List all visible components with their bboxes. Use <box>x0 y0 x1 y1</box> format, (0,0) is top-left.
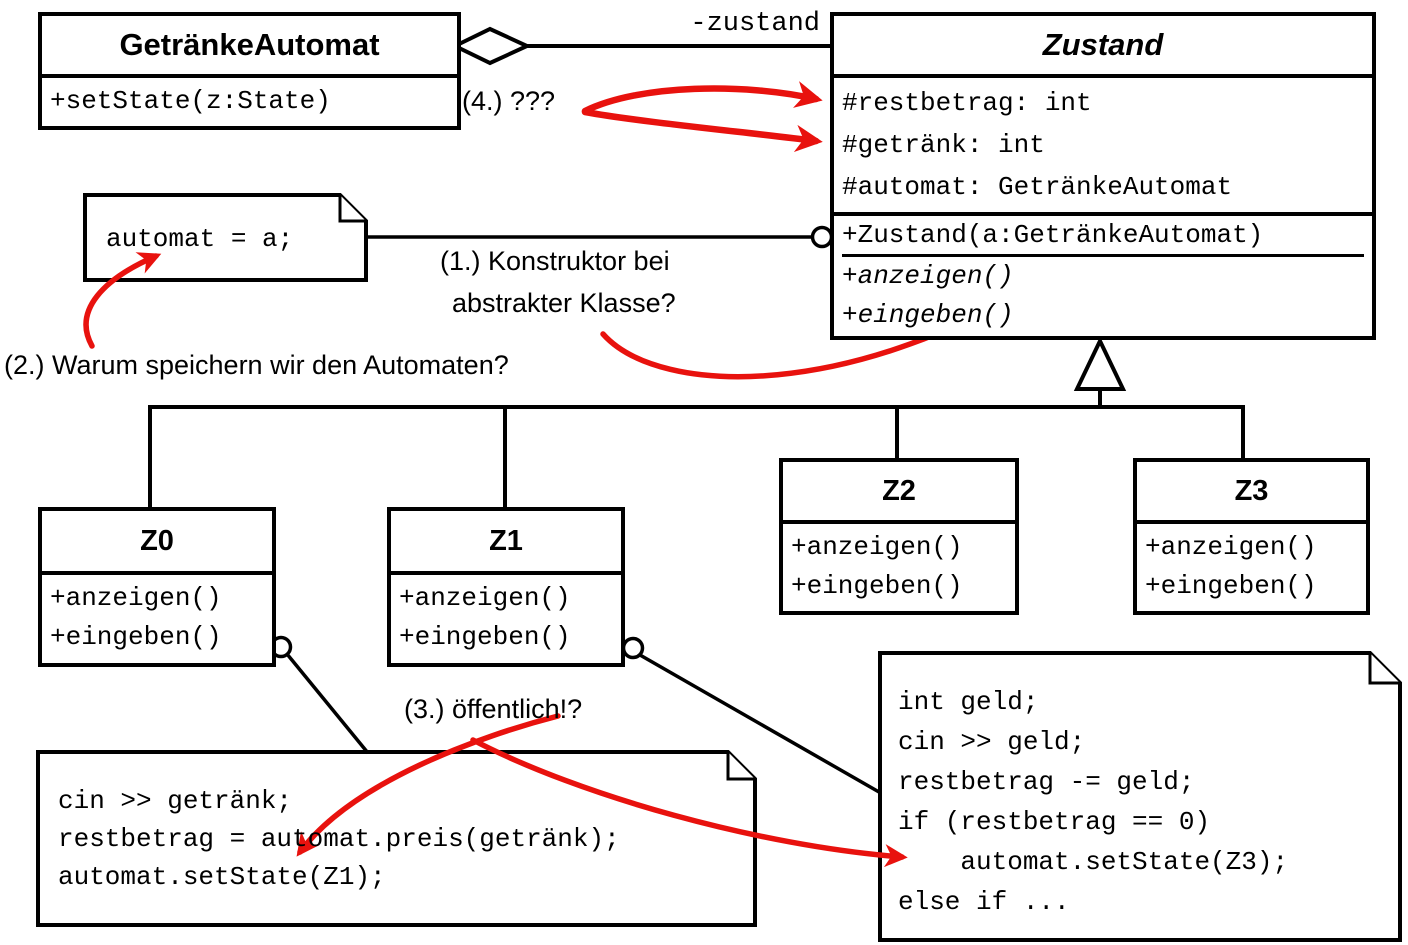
class-title: Z2 <box>783 462 1015 524</box>
aggregation-diamond-icon <box>450 26 532 66</box>
note-z0-anchor-line <box>285 652 370 755</box>
class-method: +eingeben() <box>791 571 963 601</box>
code-line: restbetrag = automat.preis(getränk); <box>58 824 620 854</box>
class-z3: Z3 +anzeigen() +eingeben() <box>1133 458 1370 615</box>
inheritance-triangle-icon <box>1073 336 1127 391</box>
red-arrow-3-to-z1-note <box>470 737 908 868</box>
note-automat-text: automat = a; <box>106 224 294 254</box>
class-z0: Z0 +anzeigen() +eingeben() <box>38 507 276 667</box>
note-automat-fold-icon <box>338 195 366 223</box>
class-constructor: +Zustand(a:GetränkeAutomat) <box>842 216 1364 257</box>
code-line: cin >> geld; <box>898 727 1086 757</box>
class-method: +eingeben() <box>399 622 571 652</box>
note-z1-fold-icon <box>1368 653 1400 685</box>
red-arrow-2-to-automat-note <box>83 252 162 349</box>
class-title: Zustand <box>834 16 1372 78</box>
class-method: +eingeben() <box>1145 571 1317 601</box>
annotation-2-text: (2.) Warum speichern wir den Automaten? <box>4 350 509 380</box>
class-title: Z1 <box>391 511 621 575</box>
class-attribute: #restbetrag: int <box>842 88 1092 118</box>
class-getraenkeautomat: GetränkeAutomat +setState(z:State) <box>38 12 461 130</box>
note-z0-code: cin >> getränk; restbetrag = automat.pre… <box>58 782 620 896</box>
class-z1: Z1 +anzeigen() +eingeben() <box>387 507 625 667</box>
code-line: automat.setState(Z3); <box>898 847 1289 877</box>
annotation-3-text: (3.) öffentlich!? <box>404 694 583 724</box>
note-z1-anchor-circle <box>621 636 645 660</box>
note-z1-code: int geld; cin >> geld; restbetrag -= gel… <box>898 682 1288 922</box>
note-z0-shape <box>36 750 757 927</box>
class-attribute: #automat: GetränkeAutomat <box>842 172 1233 202</box>
class-zustand: Zustand #restbetrag: int #getränk: int #… <box>830 12 1376 340</box>
code-line: int geld; <box>898 687 1039 717</box>
annotation-1-text-line1: (1.) Konstruktor bei <box>440 246 670 276</box>
code-line: cin >> getränk; <box>58 786 293 816</box>
class-method: +anzeigen() <box>1145 532 1317 562</box>
annotation-1-text-line2: abstrakter Klasse? <box>452 288 676 318</box>
class-attribute: #getränk: int <box>842 130 1045 160</box>
class-method: +anzeigen() <box>50 583 222 613</box>
code-line: if (restbetrag == 0) <box>898 807 1211 837</box>
class-z2: Z2 +anzeigen() +eingeben() <box>779 458 1019 615</box>
note-automat-anchor-circle <box>810 225 834 249</box>
annotation-4-text: (4.) ??? <box>462 86 556 116</box>
note-z1-shape <box>878 651 1402 942</box>
red-arrow-4-upper <box>581 81 823 115</box>
class-title: GetränkeAutomat <box>42 16 457 78</box>
class-method: +anzeigen() <box>399 583 571 613</box>
association-role-label: -zustand <box>690 9 820 39</box>
class-method: +eingeben() <box>50 622 222 652</box>
code-line: restbetrag -= geld; <box>898 767 1195 797</box>
code-line: automat.setState(Z1); <box>58 862 386 892</box>
code-line: else if ... <box>898 887 1070 917</box>
note-z1-anchor-line <box>639 653 880 794</box>
class-title: Z0 <box>42 511 272 575</box>
class-method: +eingeben() <box>842 300 1014 330</box>
note-z0-fold-icon <box>726 752 755 781</box>
red-arrow-4-lower <box>581 108 823 152</box>
class-method: +anzeigen() <box>842 261 1014 291</box>
class-method: +anzeigen() <box>791 532 963 562</box>
class-method: +setState(z:State) <box>50 86 331 116</box>
red-arrow-3-to-z0-note <box>296 713 561 857</box>
class-title: Z3 <box>1137 462 1366 524</box>
